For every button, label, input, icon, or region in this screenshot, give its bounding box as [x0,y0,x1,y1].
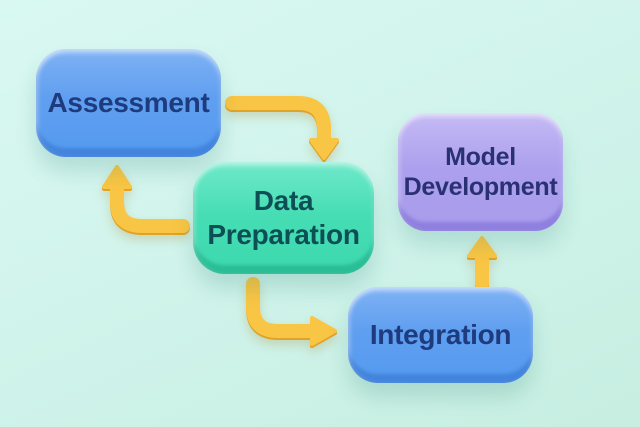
node-data-preparation-label: Data Preparation [207,184,360,252]
node-integration: Integration [348,287,533,383]
node-data-preparation-label-line2: Preparation [207,219,360,250]
node-data-preparation: Data Preparation [193,162,374,274]
node-model-development: Model Development [398,113,563,231]
arrow-assessment-to-data-preparation-icon [225,96,339,160]
node-assessment-label: Assessment [47,86,210,118]
node-model-development-label-line1: Model [445,142,516,171]
arrow-data-preparation-to-integration-icon [246,277,337,346]
node-model-development-label: Model Development [404,142,558,203]
node-assessment: Assessment [36,49,221,157]
arrow-data-preparation-to-assessment-icon [102,165,190,233]
node-integration-label: Integration [369,318,512,350]
node-data-preparation-label-line1: Data [253,184,314,216]
node-model-development-label-line2: Development [403,173,558,201]
arrow-integration-to-model-development-icon [467,236,497,291]
